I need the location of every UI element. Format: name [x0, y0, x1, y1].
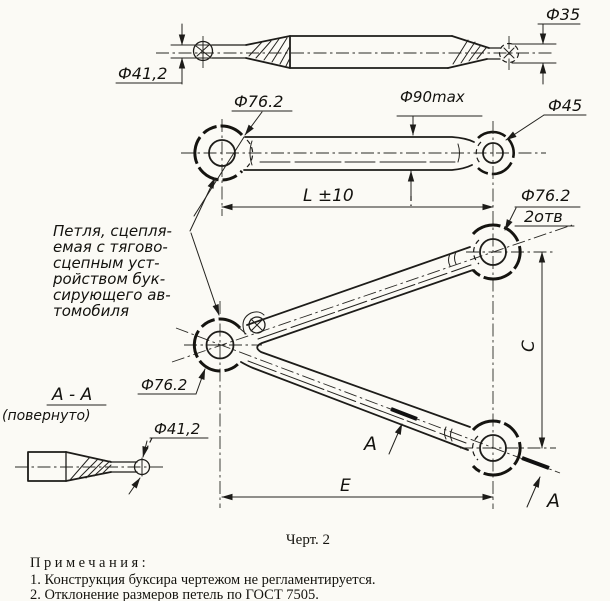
annotation-line-2: емая с тягово- [53, 238, 168, 256]
section-view: А - А (повернуто) Ф41,2 [2, 385, 209, 495]
notes-block: Примечания: 1. Конструкция буксира черте… [30, 555, 376, 601]
dimension-rod-left: Ф41,2 [115, 23, 213, 85]
dim-label-section-hole: Ф41,2 [154, 420, 200, 438]
frame-top-loop [471, 223, 522, 281]
note-item-2: 2. Отклонение размеров петель по ГОСТ 75… [30, 587, 319, 601]
section-view-subtitle: (повернуто) [2, 408, 91, 424]
frame-view: Ф76.2 2отв Ф76.2 C E А А [137, 121, 581, 512]
dim-label-frame-loop-dia: Ф76.2 [521, 186, 570, 205]
dimension-section-hole: Ф41,2 [128, 420, 209, 495]
frame-top-loop-hole [479, 238, 507, 266]
dimension-rod-right: Ф35 [511, 5, 581, 85]
rod-right-eye [498, 42, 520, 64]
annotation-line-4: ройством бук- [52, 270, 165, 288]
section-letter-end: А [545, 490, 560, 512]
top-rod-view: Ф41,2 Ф35 [115, 5, 581, 85]
frame-bottom-loop-hole [479, 434, 507, 462]
section-view-title: А - А [51, 385, 92, 405]
dim-label-rod-left: Ф41,2 [118, 64, 167, 83]
dim-label-frame-loop-holes: 2отв [524, 207, 563, 226]
dimension-link-body: Ф90max [396, 88, 483, 206]
section-letter-mid: А [362, 433, 377, 455]
dim-label-frame-c: C [519, 340, 539, 352]
note-item-1: 1. Конструкция буксира чертежом не регла… [30, 572, 376, 588]
annotation-callout: Петля, сцепля- емая с тягово- сцепным ус… [52, 177, 220, 320]
annotation-line-3: сцепным уст- [53, 254, 160, 272]
dim-label-frame-apex-loop: Ф76.2 [141, 376, 187, 394]
link-right-loop-hole [482, 142, 504, 164]
notes-header: Примечания: [30, 555, 149, 571]
annotation-line-1: Петля, сцепля- [53, 222, 172, 240]
dimension-link-length: L ±10 [221, 186, 494, 211]
dim-label-link-loop: Ф76.2 [234, 92, 283, 111]
frame-apex-loop-hole [205, 330, 235, 360]
frame-bottom-loop [471, 419, 522, 477]
dim-label-link-length: L ±10 [303, 186, 354, 206]
annotation-line-6: томобиля [53, 302, 129, 320]
frame-apex-loop [192, 317, 242, 373]
dimension-frame-c: C [519, 251, 546, 449]
dimension-link-eye: Ф45 [505, 96, 587, 141]
dim-label-link-body: Ф90max [400, 88, 465, 106]
dimension-frame-apex-loop: Ф76.2 [137, 368, 206, 395]
annotation-line-5: сирующего ав- [53, 286, 171, 304]
figure-caption: Черт. 2 [286, 532, 330, 548]
dimension-frame-e: E [221, 476, 494, 501]
link-view: Ф76.2 Ф90max Ф45 L ±10 [181, 88, 587, 217]
section-cut-marks: А А [362, 407, 560, 512]
dim-label-rod-right: Ф35 [546, 5, 580, 24]
dim-label-frame-e: E [340, 476, 351, 496]
dim-label-link-eye: Ф45 [548, 96, 582, 115]
dimension-link-loop: Ф76.2 [193, 92, 293, 217]
dimension-frame-loops: Ф76.2 2отв [504, 186, 581, 231]
link-left-loop-hole [208, 139, 236, 167]
link-right-loop [477, 130, 515, 176]
link-left-loop [193, 124, 244, 182]
